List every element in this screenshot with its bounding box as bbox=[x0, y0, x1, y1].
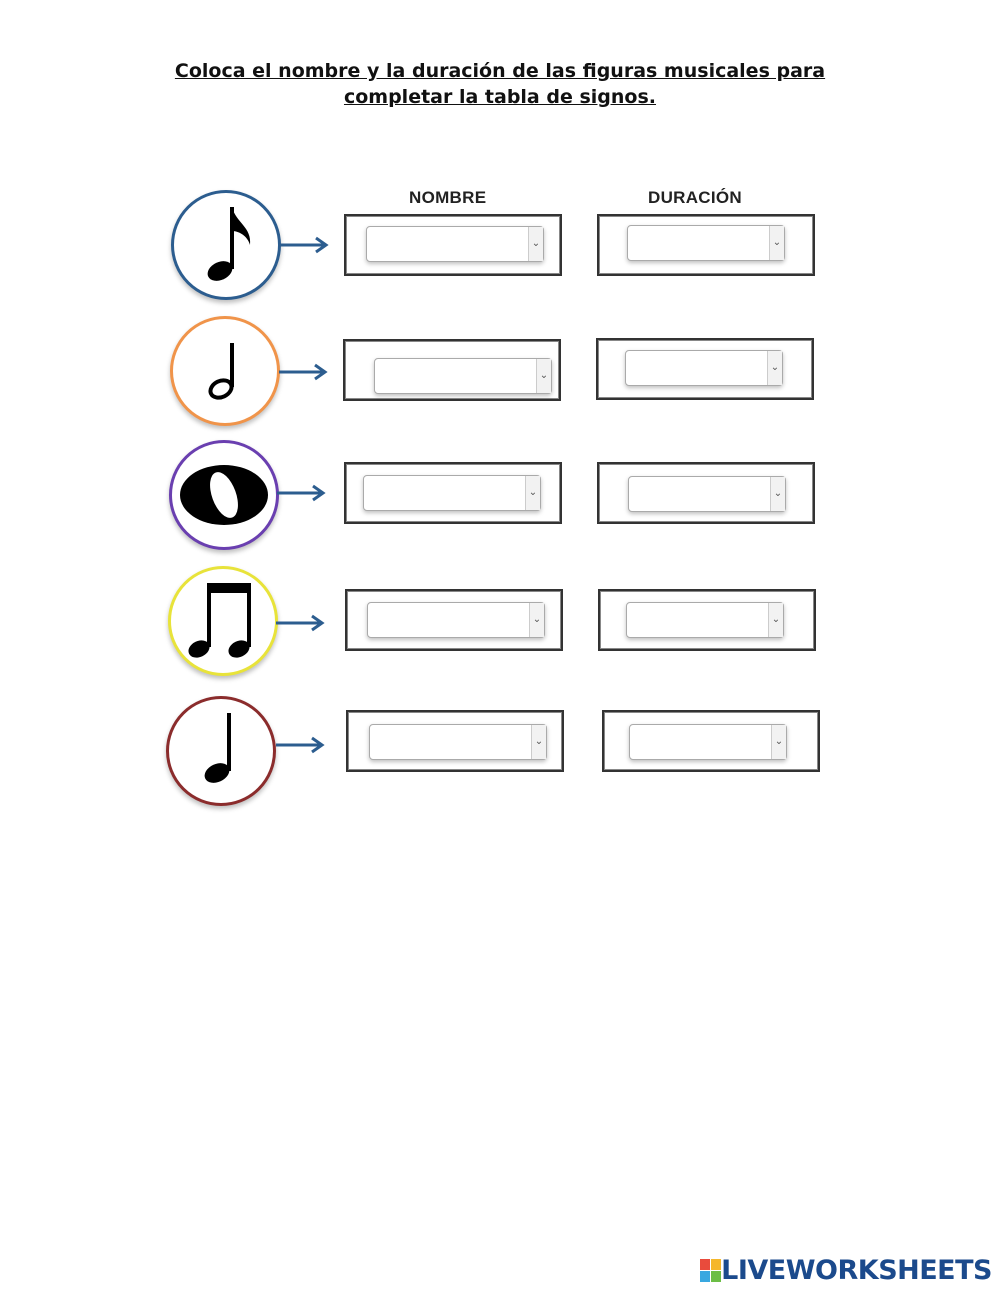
eighth-note-icon bbox=[207, 207, 251, 281]
duration-box-2: ⌄ bbox=[596, 338, 814, 400]
liveworksheets-brand: LIVEWORKSHEETS bbox=[721, 1255, 992, 1286]
duration-select-5[interactable]: ⌄ bbox=[629, 724, 787, 760]
duration-select-2[interactable]: ⌄ bbox=[625, 350, 783, 386]
liveworksheets-logo-icon bbox=[700, 1259, 721, 1282]
beamed-eighth-notes-icon bbox=[188, 583, 251, 658]
name-select-1[interactable]: ⌄ bbox=[366, 226, 544, 262]
arrow-icon bbox=[280, 236, 329, 254]
name-select-4[interactable]: ⌄ bbox=[367, 602, 545, 638]
arrow-icon bbox=[276, 614, 325, 632]
note-circle-2 bbox=[170, 316, 280, 426]
name-box-5: ⌄ bbox=[346, 710, 564, 772]
note-circle-3 bbox=[169, 440, 279, 550]
chevron-down-icon: ⌄ bbox=[536, 359, 551, 393]
whole-note-icon bbox=[180, 465, 268, 525]
duration-box-3: ⌄ bbox=[597, 462, 815, 524]
column-header-nombre: NOMBRE bbox=[409, 188, 487, 207]
duration-box-1: ⌄ bbox=[597, 214, 815, 276]
arrow-icon bbox=[277, 484, 326, 502]
name-box-4: ⌄ bbox=[345, 589, 563, 651]
duration-box-4: ⌄ bbox=[598, 589, 816, 651]
chevron-down-icon: ⌄ bbox=[531, 725, 546, 759]
instructions-title: Coloca el nombre y la duración de las fi… bbox=[174, 60, 826, 108]
arrow-icon bbox=[279, 363, 328, 381]
duration-select-4[interactable]: ⌄ bbox=[626, 602, 784, 638]
name-select-2[interactable]: ⌄ bbox=[374, 358, 552, 394]
chevron-down-icon: ⌄ bbox=[528, 227, 543, 261]
duration-select-3[interactable]: ⌄ bbox=[628, 476, 786, 512]
name-box-2: ⌄ bbox=[343, 339, 561, 401]
column-header-duracion: DURACIÓN bbox=[648, 188, 743, 207]
half-note-icon bbox=[208, 343, 234, 400]
name-box-3: ⌄ bbox=[344, 462, 562, 524]
chevron-down-icon: ⌄ bbox=[769, 226, 784, 260]
note-circle-1 bbox=[171, 190, 281, 300]
name-box-1: ⌄ bbox=[344, 214, 562, 276]
chevron-down-icon: ⌄ bbox=[771, 725, 786, 759]
chevron-down-icon: ⌄ bbox=[770, 477, 785, 511]
note-circle-4 bbox=[168, 566, 278, 676]
chevron-down-icon: ⌄ bbox=[767, 351, 782, 385]
chevron-down-icon: ⌄ bbox=[525, 476, 540, 510]
duration-select-1[interactable]: ⌄ bbox=[627, 225, 785, 261]
duration-box-5: ⌄ bbox=[602, 710, 820, 772]
chevron-down-icon: ⌄ bbox=[529, 603, 544, 637]
quarter-note-icon bbox=[204, 713, 231, 783]
note-circle-5 bbox=[166, 696, 276, 806]
chevron-down-icon: ⌄ bbox=[768, 603, 783, 637]
name-select-3[interactable]: ⌄ bbox=[363, 475, 541, 511]
arrow-icon bbox=[276, 736, 325, 754]
name-select-5[interactable]: ⌄ bbox=[369, 724, 547, 760]
